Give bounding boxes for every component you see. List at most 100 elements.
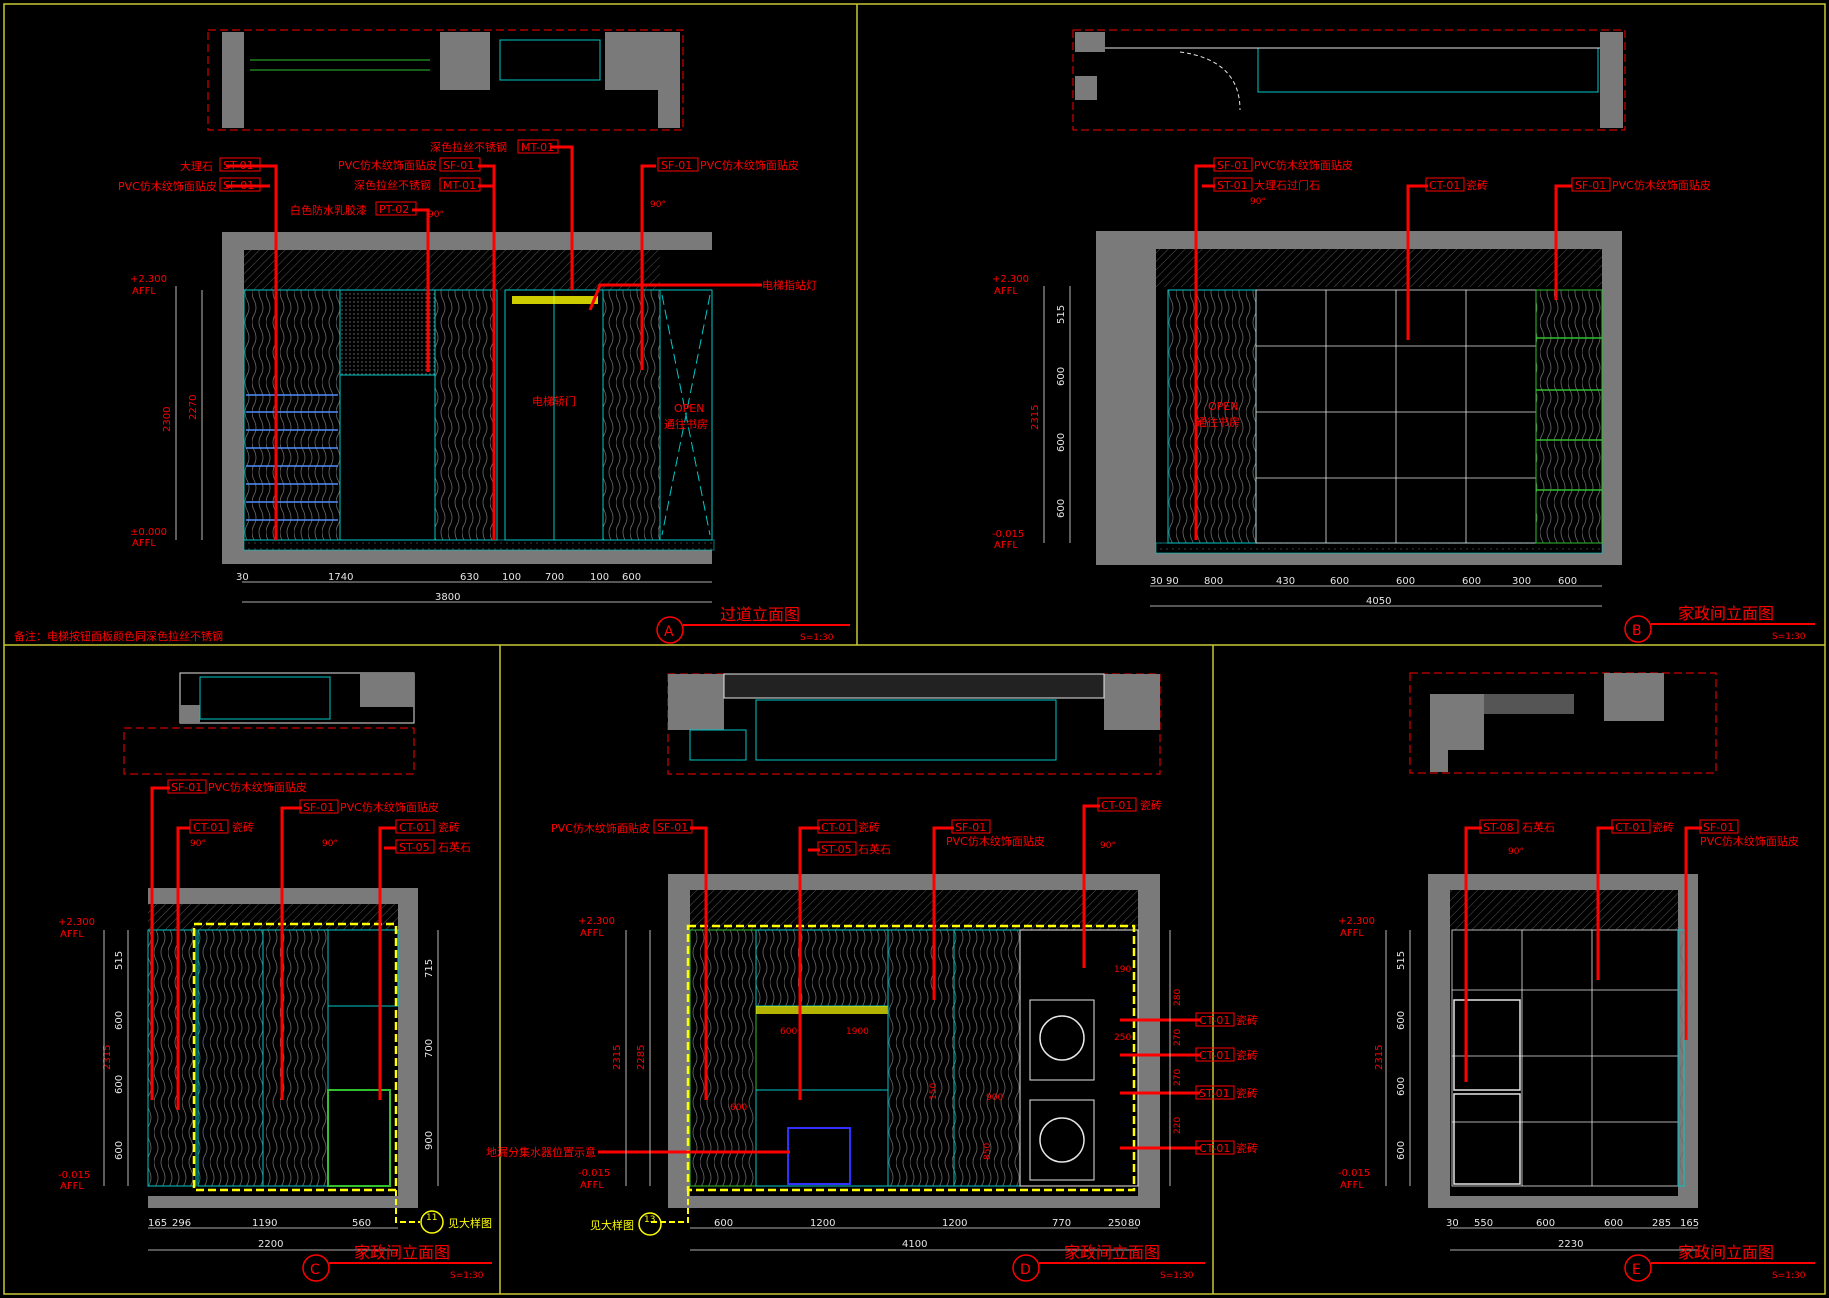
panel-title: 家政间立面图 xyxy=(354,1243,450,1262)
open-label-2: 通往书房 xyxy=(1196,415,1240,429)
tag-label: 大理石 xyxy=(180,159,213,173)
tag-label: 石英石 xyxy=(858,842,891,856)
tag-label: 白色防水乳胶漆 xyxy=(290,203,367,217)
tag-code: SF-01 xyxy=(171,781,202,794)
floor-finish-a xyxy=(243,539,715,551)
sheet-note: 备注：电梯按钮面板颜色同深色拉丝不锈钢 xyxy=(14,629,223,643)
wall-panel-a2 xyxy=(339,289,436,376)
dim: 165 xyxy=(148,1218,167,1229)
level-affl: AFFL xyxy=(1340,1180,1364,1191)
tag-label: PVC仿木纹饰面贴皮 xyxy=(208,780,307,794)
level-affl: AFFL xyxy=(132,538,156,549)
v-dim: 515 xyxy=(1396,951,1407,970)
dryer-icon xyxy=(1039,1117,1085,1163)
dim-total: 4100 xyxy=(902,1239,927,1250)
detail-ref: 见大样图 xyxy=(448,1216,492,1230)
v-dim: 600 xyxy=(1396,1077,1407,1096)
plan-c xyxy=(123,672,415,775)
ceiling-slab-b xyxy=(1096,231,1622,249)
tag-code: CT-01 xyxy=(821,821,852,834)
open-label: OPEN xyxy=(1208,400,1238,413)
dryer-side-icon xyxy=(1453,1093,1521,1185)
shelf-lines-b xyxy=(1536,337,1602,491)
panel-scale: S=1:30 xyxy=(450,1271,484,1281)
under-cabinet-light xyxy=(756,1006,888,1014)
floor-slab-b xyxy=(1096,553,1622,565)
sheet-frames xyxy=(3,3,1826,1295)
tag-label: 瓷砖 xyxy=(1652,820,1674,834)
dim: 600 xyxy=(1536,1218,1555,1229)
ceiling-hatch-d xyxy=(690,890,1138,930)
washer-side-icon xyxy=(1453,999,1521,1091)
tag-code: SF-01 xyxy=(657,821,688,834)
dim: 1740 xyxy=(328,572,353,583)
tag-label: 瓷砖 xyxy=(1236,1013,1258,1027)
door-label: 电梯轿门 xyxy=(532,394,576,408)
wall-cabinet-c xyxy=(327,929,399,1007)
v-dim: 2315 xyxy=(102,1045,113,1070)
tag-code: PT-02 xyxy=(379,203,409,216)
light-label: 电梯指站灯 xyxy=(762,278,817,292)
open-label-2: 通往书房 xyxy=(664,417,708,431)
r-dim: 900 xyxy=(424,1131,435,1150)
panel-letter: E xyxy=(1632,1262,1641,1278)
elevator-light xyxy=(512,296,598,304)
v-dim: 600 xyxy=(1056,367,1067,386)
tag-code: ST-01 xyxy=(223,159,254,172)
dim: 285 xyxy=(1652,1218,1671,1229)
tag-label: PVC仿木纹饰面贴皮 xyxy=(946,834,1045,848)
inner-dim: 900 xyxy=(986,1093,1003,1103)
ceiling-slab-a xyxy=(222,232,712,250)
dim-total: 3800 xyxy=(435,592,460,603)
tag-code: MT-01 xyxy=(443,179,476,192)
panel-scale: S=1:30 xyxy=(1772,1271,1806,1281)
tag-code: ST-05 xyxy=(821,843,852,856)
inner-dim: 850 xyxy=(983,1143,993,1160)
v-dim: 600 xyxy=(114,1011,125,1030)
r-dim: 700 xyxy=(424,1039,435,1058)
dim: 600 xyxy=(714,1218,733,1229)
level-affl: AFFL xyxy=(132,286,156,297)
dim: 700 xyxy=(545,572,564,583)
dim: 296 xyxy=(172,1218,191,1229)
dim: 600 xyxy=(1462,576,1481,587)
elevation-c: SF-01 PVC仿木纹饰面贴皮 CT-01 瓷砖 SF-01 PVC仿木纹饰面… xyxy=(58,672,492,1282)
panel-letter: A xyxy=(664,624,674,640)
dim: 430 xyxy=(1276,576,1295,587)
open-label: OPEN xyxy=(674,402,704,415)
floor-slab-e xyxy=(1428,1196,1698,1208)
dim-total: 2230 xyxy=(1558,1239,1583,1250)
panel-title: 家政间立面图 xyxy=(1064,1243,1160,1262)
tag-code: SF-01 xyxy=(955,821,986,834)
washer-icon xyxy=(1039,1015,1085,1061)
dim: 600 xyxy=(1558,576,1577,587)
inner-dim: 220 xyxy=(1173,1117,1183,1134)
tag-label: 深色拉丝不锈钢 xyxy=(354,178,431,192)
dim-lines-e xyxy=(1385,930,1698,1251)
tag-label: 瓷砖 xyxy=(1140,798,1162,812)
angle: 90° xyxy=(1100,841,1116,851)
level-top: +2.300 xyxy=(58,917,95,928)
dim: 550 xyxy=(1474,1218,1493,1229)
angle: 90° xyxy=(322,839,338,849)
inner-dim: 270 xyxy=(1173,1069,1183,1086)
panel-title: 家政间立面图 xyxy=(1678,604,1774,623)
level-affl: AFFL xyxy=(580,1180,604,1191)
tag-code: SF-01 xyxy=(223,179,254,192)
level-neg: -0.015 xyxy=(58,1170,90,1181)
tag-label: 瓷砖 xyxy=(1236,1141,1258,1155)
appliance-column xyxy=(1019,929,1139,1187)
floor-slab-d xyxy=(668,1196,1160,1208)
panel-letter: C xyxy=(310,1262,320,1278)
tag-code: SF-01 xyxy=(443,159,474,172)
tag-label: 瓷砖 xyxy=(438,820,460,834)
dim: 30 xyxy=(236,572,249,583)
dim: 1190 xyxy=(252,1218,277,1229)
tag-label: PVC仿木纹饰面贴皮 xyxy=(1254,158,1353,172)
r-dim: 715 xyxy=(424,959,435,978)
leaders-d xyxy=(598,804,1200,1154)
v-dim: 2285 xyxy=(636,1045,647,1070)
dim: 600 xyxy=(1604,1218,1623,1229)
tag-code: ST-08 xyxy=(1483,821,1514,834)
